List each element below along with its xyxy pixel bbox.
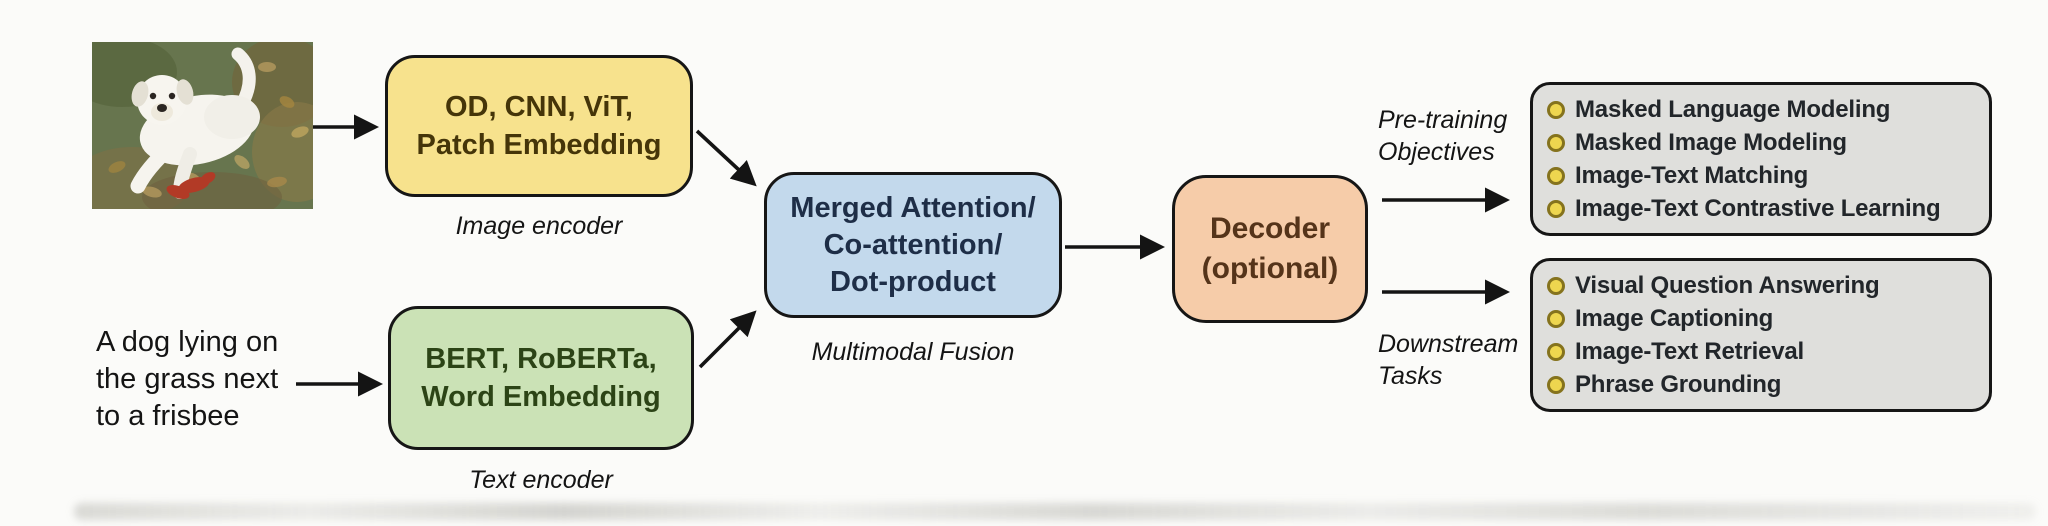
bullet-circle-icon bbox=[1547, 133, 1565, 152]
bullet-circle-icon bbox=[1547, 276, 1565, 295]
text-encoder-text: BERT, RoBERTa, bbox=[425, 343, 657, 375]
caption-line: to a frisbee bbox=[96, 400, 240, 432]
list-item: Visual Question Answering bbox=[1547, 269, 1979, 302]
image-encoder-text: Patch Embedding bbox=[416, 129, 662, 161]
downstream-tasks-label: Downstream Tasks bbox=[1378, 330, 1519, 390]
bullet-circle-icon bbox=[1547, 375, 1565, 394]
dog-photo bbox=[92, 42, 313, 209]
decoder-text: Decoder bbox=[1209, 212, 1331, 245]
arrow-image-encoder-to-fusion bbox=[695, 129, 757, 187]
list-item: Phrase Grounding bbox=[1547, 368, 1979, 401]
bullet-circle-icon bbox=[1547, 100, 1565, 119]
text-encoder-box: BERT, RoBERTa, Word Embedding bbox=[388, 306, 694, 450]
list-item: Image-Text Matching bbox=[1547, 159, 1979, 192]
multimodal-fusion-label: Multimodal Fusion bbox=[811, 338, 1015, 366]
pretraining-objectives-box: Masked Language Modeling Masked Image Mo… bbox=[1530, 82, 1992, 236]
image-encoder-text: OD, CNN, ViT, bbox=[445, 91, 633, 123]
downstream-tasks-box: Visual Question Answering Image Captioni… bbox=[1530, 258, 1992, 412]
input-text-caption: A dog lying on the grass next to a frisb… bbox=[96, 324, 326, 435]
decoder-text: (optional) bbox=[1201, 252, 1339, 285]
fusion-text: Dot-product bbox=[830, 265, 996, 298]
text-encoder-text: Word Embedding bbox=[421, 381, 661, 413]
bullet-circle-icon bbox=[1547, 166, 1565, 185]
blurred-caption-strip bbox=[74, 503, 2036, 520]
arrow-text-encoder-to-fusion bbox=[698, 310, 757, 369]
image-encoder-box: OD, CNN, ViT, Patch Embedding bbox=[385, 55, 693, 197]
list-item: Image-Text Contrastive Learning bbox=[1547, 192, 1979, 225]
pretraining-objectives-label: Pre-training Objectives bbox=[1378, 106, 1508, 166]
multimodal-fusion-box: Merged Attention/ Co-attention/ Dot-prod… bbox=[764, 172, 1062, 318]
bullet-circle-icon bbox=[1547, 199, 1565, 218]
decoder-box: Decoder (optional) bbox=[1172, 175, 1368, 323]
text-encoder-label: Text encoder bbox=[469, 466, 613, 494]
fusion-text: Merged Attention/ bbox=[790, 191, 1036, 224]
caption-line: A dog lying on bbox=[96, 326, 279, 358]
list-item: Image-Text Retrieval bbox=[1547, 335, 1979, 368]
caption-line: the grass next bbox=[96, 363, 279, 395]
bullet-circle-icon bbox=[1547, 342, 1565, 361]
bullet-circle-icon bbox=[1547, 309, 1565, 328]
image-encoder-label: Image encoder bbox=[455, 212, 623, 240]
list-item: Masked Language Modeling bbox=[1547, 93, 1979, 126]
fusion-text: Co-attention/ bbox=[823, 228, 1003, 261]
list-item: Image Captioning bbox=[1547, 302, 1979, 335]
list-item: Masked Image Modeling bbox=[1547, 126, 1979, 159]
